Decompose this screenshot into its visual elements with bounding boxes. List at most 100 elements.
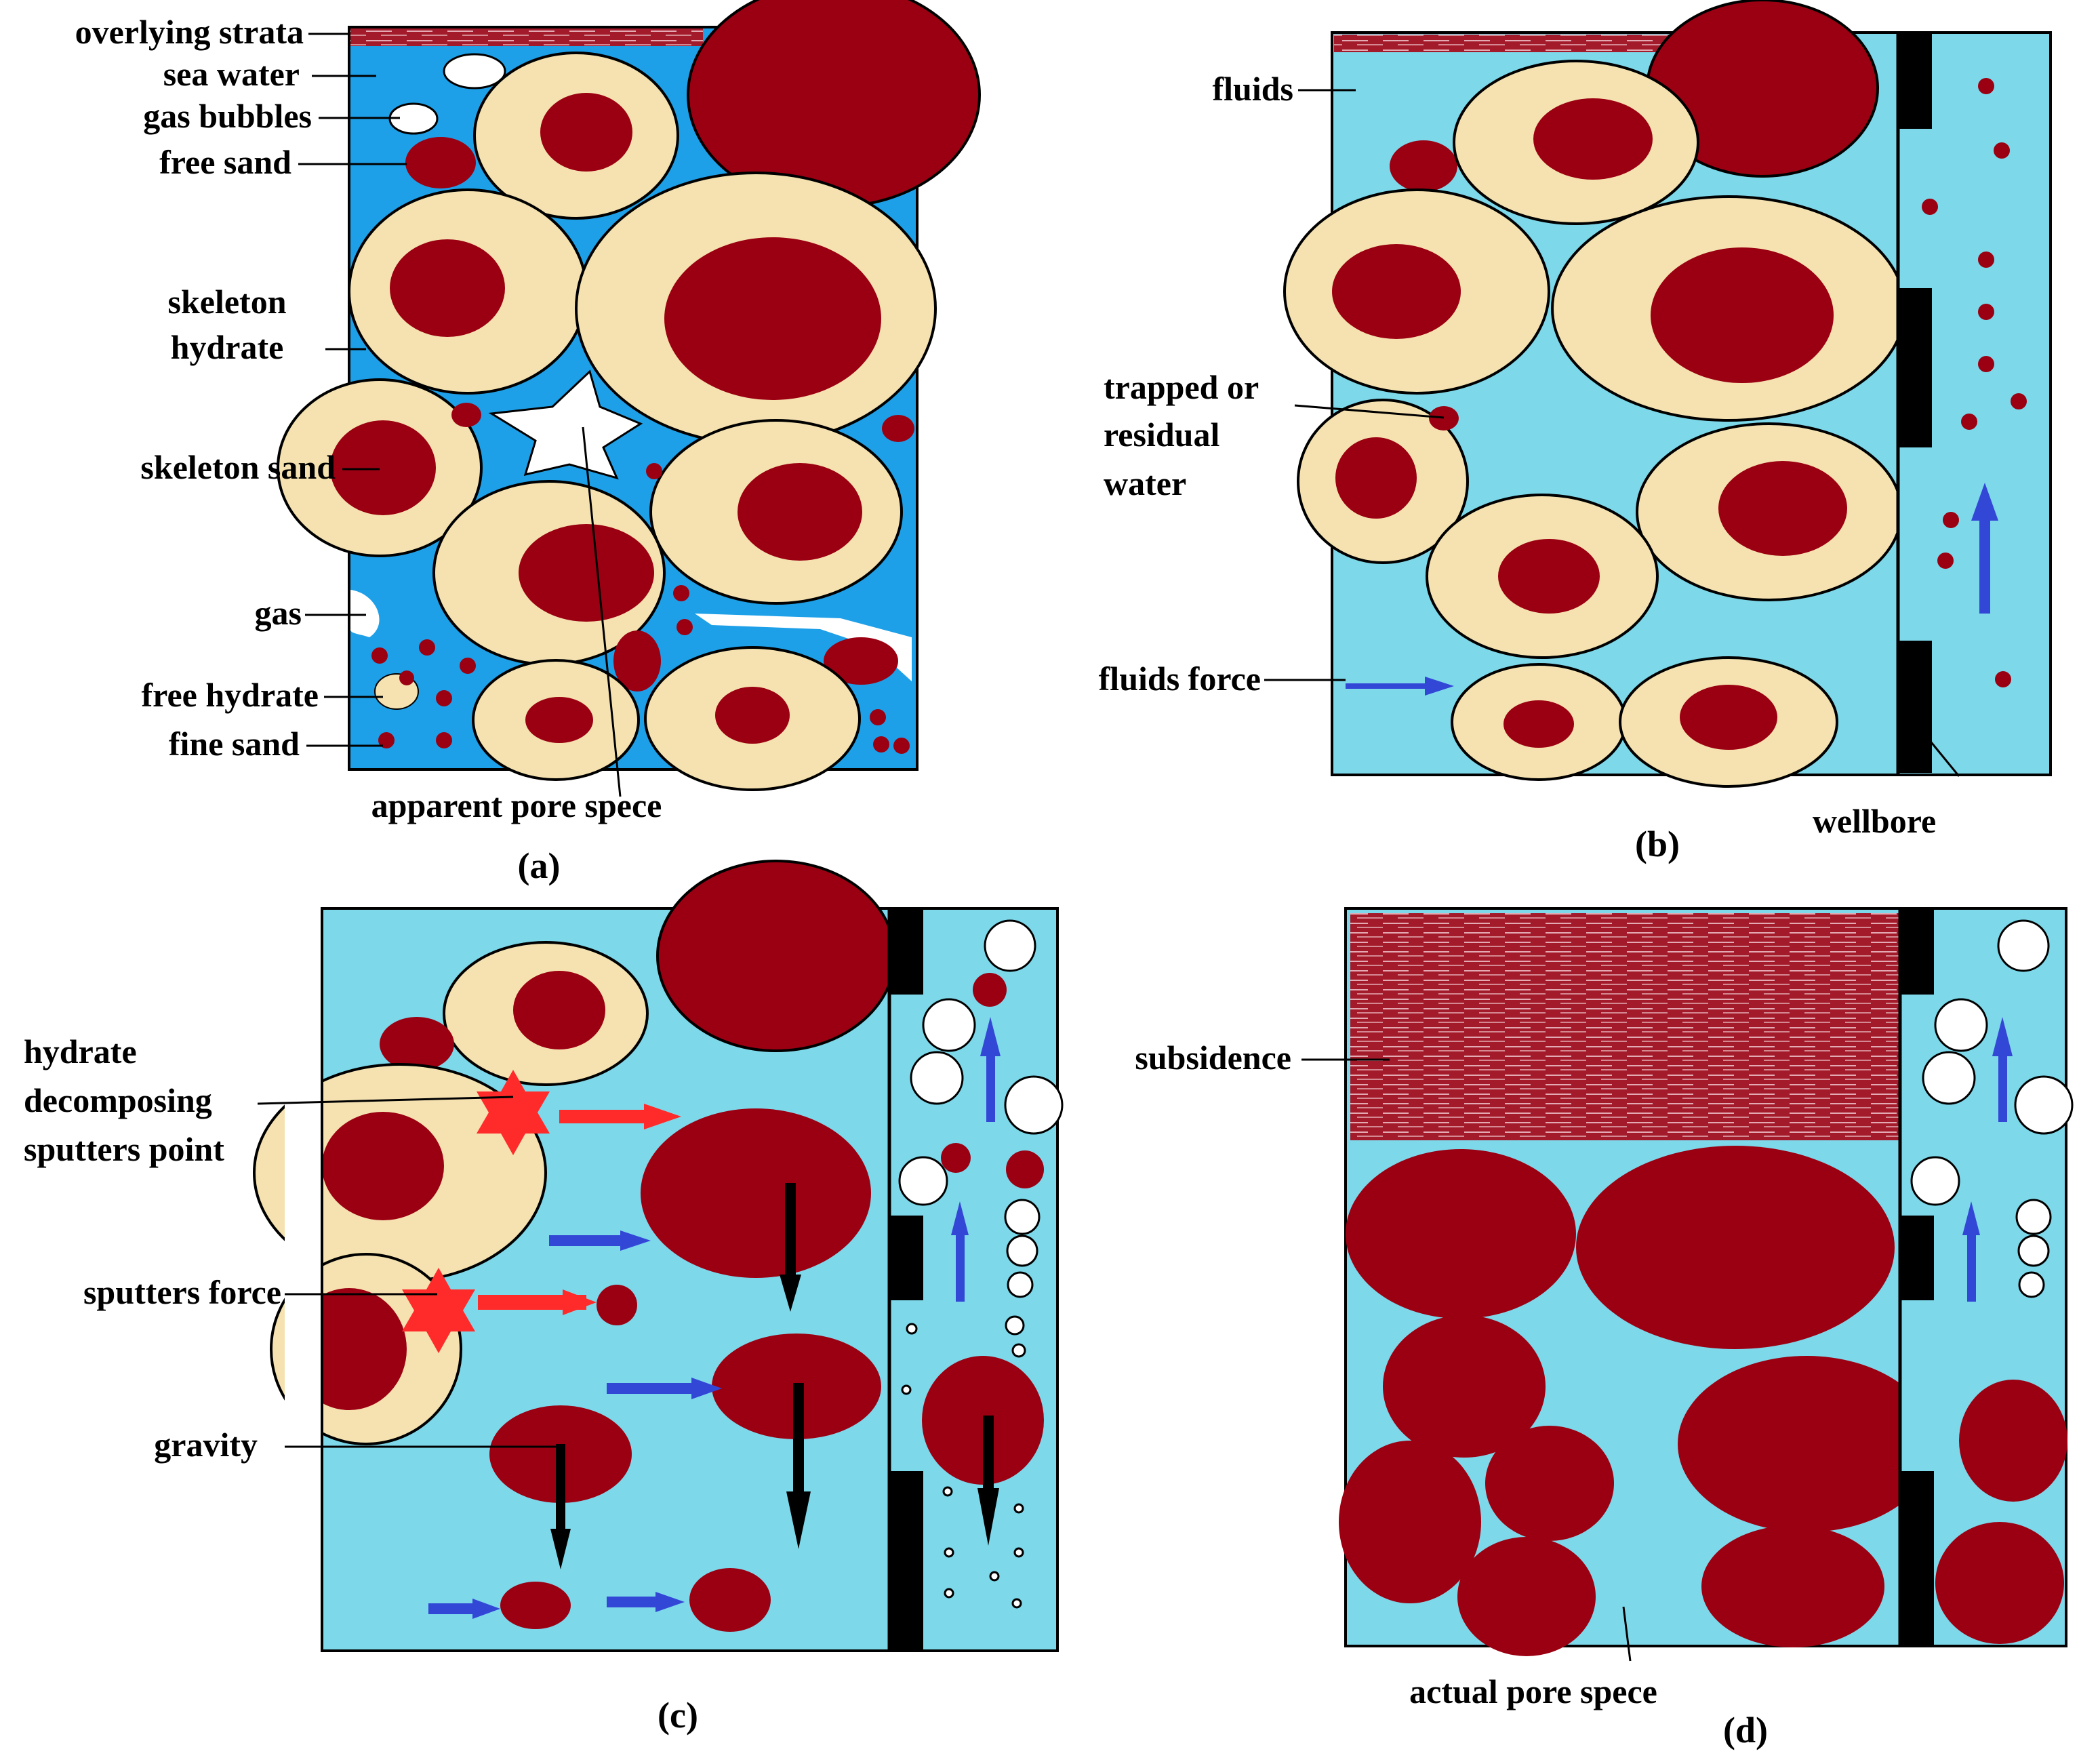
sand-grain — [1339, 1441, 1481, 1603]
sand-core — [738, 463, 862, 561]
sand-core — [330, 420, 436, 515]
upflow-arrow-head — [1971, 483, 1998, 521]
wellbore-gas-bubbles — [1910, 919, 2074, 1298]
sand-grain — [1576, 1146, 1895, 1349]
label-apparent-pore-space: apparent pore spece — [371, 786, 662, 824]
sand-grain — [689, 1568, 771, 1632]
sand-grain — [1383, 1315, 1546, 1458]
sand-core — [519, 524, 654, 622]
upflow-arrows — [951, 1017, 1001, 1302]
sand-grain — [1701, 1525, 1884, 1647]
flow-arrows — [428, 1230, 722, 1619]
label-free-sand: free sand — [159, 143, 291, 181]
free-sand-grain — [824, 637, 898, 685]
label-wellbore: wellbore — [1813, 802, 1936, 840]
label-overlying-strata: overlying strata — [75, 13, 304, 51]
sand-grain — [500, 1582, 571, 1629]
label-gas: gas — [255, 594, 302, 632]
label-gas-bubbles: gas bubbles — [143, 97, 312, 135]
label-skeleton: skeleton — [168, 283, 287, 321]
label-gravity: gravity — [154, 1426, 258, 1464]
label-fluids: fluids — [1212, 70, 1293, 108]
panel-b: fluids trapped or residual water fluids … — [1099, 0, 2052, 864]
casing-block — [1898, 641, 1932, 773]
subsidence-strata — [1350, 913, 1899, 1140]
sand-grain — [1390, 140, 1457, 192]
label-trapped-or: trapped or — [1104, 368, 1259, 406]
sand-grain — [1678, 1356, 1935, 1532]
caption-a: (a) — [518, 845, 561, 886]
gravity-arrows — [550, 1183, 811, 1569]
sputter-point-star — [477, 1070, 550, 1155]
sand-core — [322, 1112, 444, 1220]
label-skeleton-sand: skeleton sand — [140, 448, 336, 486]
sand-core — [1718, 461, 1847, 556]
label-fluids-force: fluids force — [1099, 660, 1261, 698]
panel-a: overlying strata sea water gas bubbles f… — [75, 0, 981, 886]
casing-block — [1900, 1216, 1934, 1300]
casing-block — [1900, 910, 1934, 995]
wellbore-sand-particles — [1935, 1380, 2067, 1644]
overlying-strata-band — [350, 28, 703, 46]
sand-core — [1498, 539, 1600, 614]
upflow-arrows — [1962, 1017, 2013, 1302]
sand-grain — [641, 1108, 871, 1278]
caption-d: (d) — [1723, 1710, 1768, 1750]
label-sputters-point: sputters point — [24, 1130, 224, 1168]
label-hydrate: hydrate — [171, 328, 284, 366]
casing-block — [889, 1471, 923, 1649]
gas-pocket — [488, 369, 643, 480]
label-sea-water: sea water — [163, 55, 300, 93]
label-free-hydrate: free hydrate — [142, 676, 319, 714]
sand-core — [664, 237, 881, 400]
sand-core — [715, 687, 790, 744]
sand-grain — [1429, 406, 1459, 430]
fine-sand-particles — [371, 403, 914, 754]
label-actual-pore-space: actual pore spece — [1409, 1672, 1657, 1710]
sand-core — [525, 697, 593, 743]
caption-b: (b) — [1635, 824, 1680, 864]
sand-core — [540, 93, 632, 172]
sputter-force-arrow-head — [644, 1104, 681, 1129]
frame-cover — [285, 908, 321, 1654]
casing-block — [1898, 288, 1932, 447]
label-decomposing: decomposing — [24, 1081, 212, 1119]
fluids-force-arrow-head — [1425, 677, 1454, 696]
free-sand-grain — [613, 630, 661, 691]
sputter-force-arrow — [559, 1110, 647, 1123]
panel-d: subsidence actual pore spece (d) — [1135, 907, 2074, 1750]
label-subsidence: subsidence — [1135, 1039, 1291, 1077]
overlying-strata-band — [1334, 35, 1680, 52]
casing-block — [889, 910, 923, 995]
label-hydrate-c: hydrate — [24, 1033, 137, 1070]
gas-bubble — [443, 53, 506, 89]
wellbore-gravity-arrow — [977, 1416, 999, 1546]
sputter-force-arrow-head — [563, 1289, 597, 1315]
sand-core — [1332, 244, 1461, 339]
gas-pocket — [350, 590, 380, 637]
sand-grain — [1485, 1426, 1614, 1541]
sputter-force-arrow — [478, 1295, 586, 1310]
sand-grain — [1457, 1537, 1596, 1656]
sand-core — [1335, 437, 1417, 519]
sand-core — [513, 971, 605, 1049]
wellbore-gas-bubbles — [898, 919, 1064, 1609]
sand-core — [1533, 98, 1653, 180]
label-residual: residual — [1104, 416, 1219, 454]
free-sand-grain — [405, 137, 476, 188]
label-fine-sand: fine sand — [169, 725, 300, 763]
sand-core — [1503, 700, 1574, 748]
label-water: water — [1104, 464, 1186, 502]
casing-block — [889, 1216, 923, 1300]
casing-block — [1900, 1471, 1934, 1645]
caption-c: (c) — [658, 1695, 698, 1736]
sand-core — [1651, 247, 1834, 383]
sputter-point-star — [402, 1268, 475, 1353]
sand-grain — [1346, 1149, 1576, 1319]
gas-pocket — [695, 614, 912, 681]
wellbore-sand-particles — [1922, 78, 2027, 687]
sand-core — [1680, 685, 1777, 750]
panel-c: hydrate decomposing sputters point sputt… — [24, 860, 1064, 1736]
sand-grain — [380, 1017, 454, 1071]
